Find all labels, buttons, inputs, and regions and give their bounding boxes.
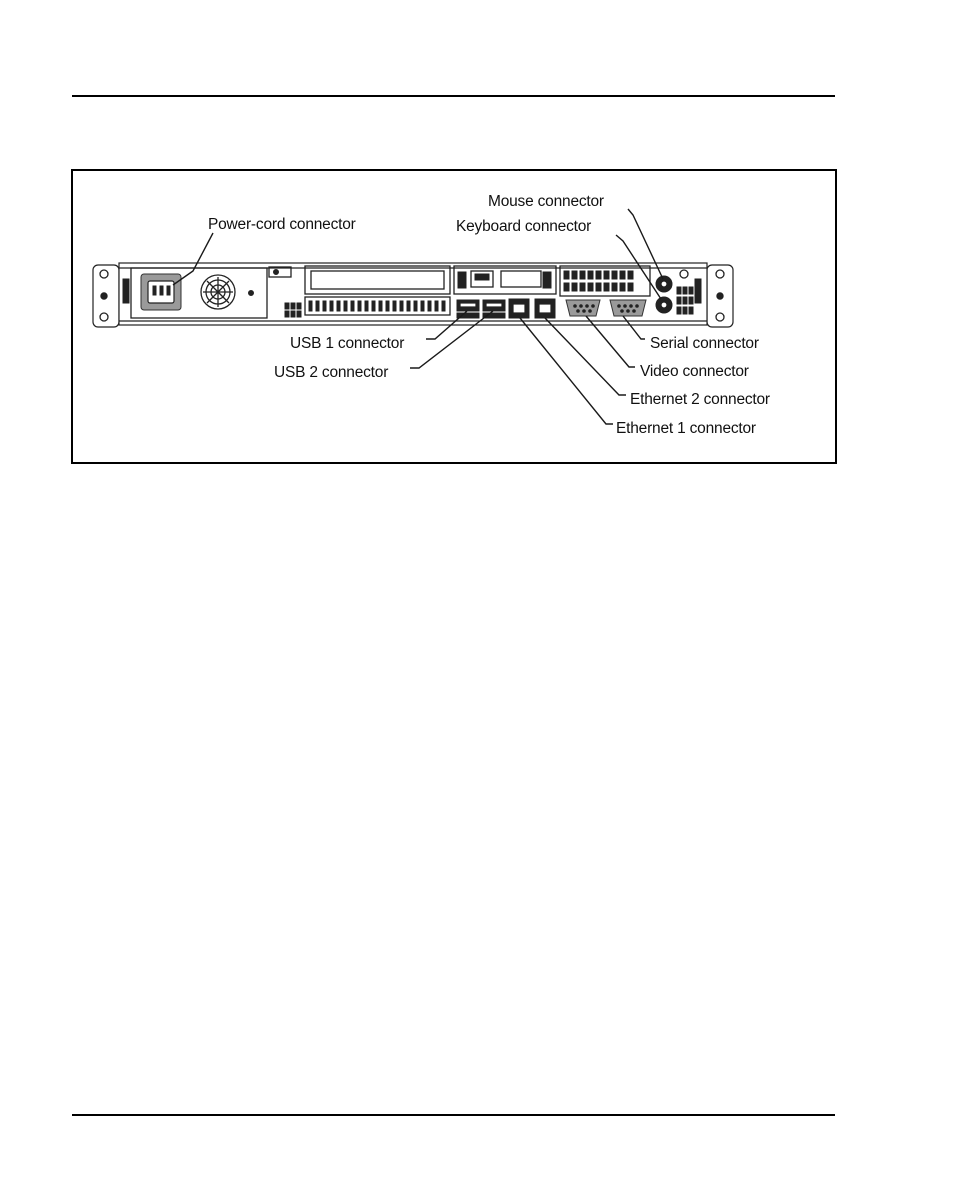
server-rear-illustration: Mouse connector Keyboard connector Power… xyxy=(73,171,835,462)
callout-ethernet2: Ethernet 2 connector xyxy=(630,391,770,408)
footer-rule xyxy=(72,1114,835,1116)
right-rack-ear xyxy=(707,265,733,327)
callout-mouse: Mouse connector xyxy=(488,193,604,210)
callout-video: Video connector xyxy=(640,363,749,380)
callout-serial: Serial connector xyxy=(650,335,759,352)
rear-view-figure: Mouse connector Keyboard connector Power… xyxy=(71,169,837,464)
far-right-vents xyxy=(677,287,693,314)
callout-usb2: USB 2 connector xyxy=(274,364,388,381)
callout-power-cord: Power-cord connector xyxy=(208,216,356,233)
left-rack-ear xyxy=(93,265,119,327)
callout-ethernet1: Ethernet 1 connector xyxy=(616,420,756,437)
callout-usb1: USB 1 connector xyxy=(290,335,404,352)
leader-ethernet1 xyxy=(520,318,613,424)
callout-keyboard: Keyboard connector xyxy=(456,218,591,235)
header-rule xyxy=(72,95,835,97)
leader-ethernet2 xyxy=(545,318,626,395)
